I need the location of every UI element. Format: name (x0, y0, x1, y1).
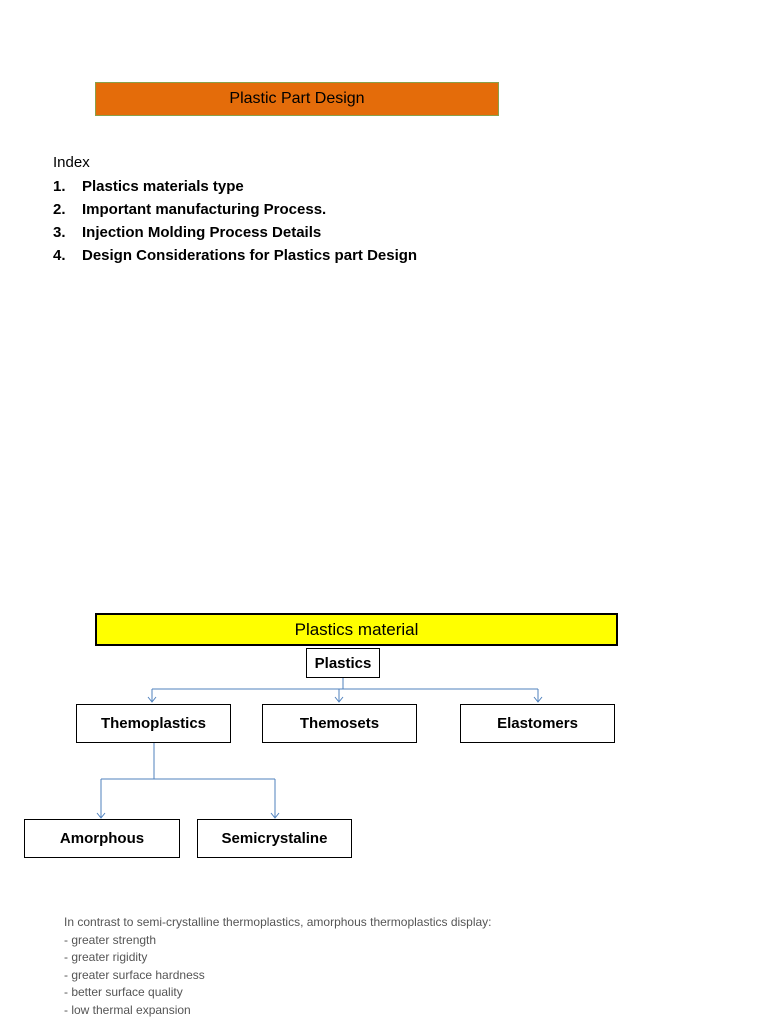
index-item: 4. Design Considerations for Plastics par… (53, 246, 417, 269)
index-item-number: 2. (53, 201, 66, 218)
plastics-material-header: Plastics material (95, 613, 618, 646)
note-point: - low thermal expansion (64, 1002, 191, 1017)
note-point: - better surface quality (64, 985, 183, 999)
note-points: - greater strength - greater rigidity - … (64, 932, 534, 1020)
note-point: - greater strength (64, 932, 157, 947)
connector-root-to-level1 (151, 677, 539, 701)
connector-thermo-to-level2 (100, 742, 276, 817)
index-item-number: 4. (53, 247, 66, 264)
index-item-text: Injection Molding Process Details (82, 224, 322, 241)
page-title: Plastic Part Design (95, 82, 499, 116)
node-plastics: Plastics (306, 648, 380, 678)
index-item-number: 1. (53, 178, 66, 195)
node-amorphous: Amorphous (24, 819, 180, 858)
node-semicrystalline: Semicrystaline (197, 819, 352, 858)
index-item: 2. Important manufacturing Process. (53, 200, 417, 223)
node-thermosets: Themosets (262, 704, 417, 743)
index-heading: Index (53, 154, 90, 171)
index-item: 1. Plastics materials type (53, 177, 417, 200)
index-item: 3. Injection Molding Process Details (53, 223, 417, 246)
node-elastomers: Elastomers (460, 704, 615, 743)
connector-arrowheads-level1 (147, 696, 543, 703)
index-list: 1. Plastics materials type 2. Important ma… (53, 177, 417, 269)
node-thermoplastics: Themoplastics (76, 704, 231, 743)
connector-arrowheads-level2 (96, 812, 280, 819)
index-item-text: Design Considerations for Plastics part … (82, 247, 418, 264)
note-point: - greater rigidity (64, 950, 148, 964)
index-item-text: Important manufacturing Process. (82, 201, 327, 218)
index-item-text: Plastics materials type (82, 178, 244, 195)
note-intro: In contrast to semi-crystalline thermopl… (64, 915, 492, 929)
note-point: - greater surface hardness (64, 967, 205, 982)
index-item-number: 3. (53, 224, 66, 241)
amorphous-note: In contrast to semi-crystalline thermopl… (64, 914, 534, 1019)
